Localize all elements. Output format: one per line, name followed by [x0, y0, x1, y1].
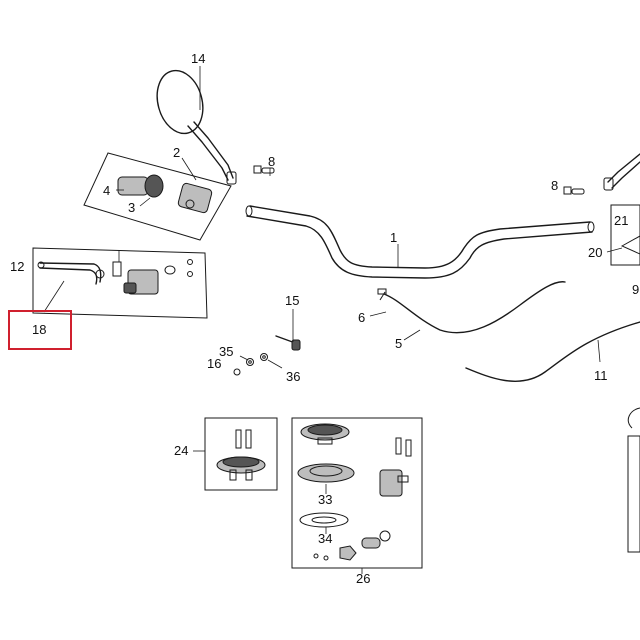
callout-1: 1	[390, 230, 397, 245]
part-2-switch-box	[83, 152, 232, 241]
callout-33: 33	[318, 492, 332, 507]
highlight-box-18	[8, 310, 72, 350]
callout-18: 18	[32, 322, 46, 337]
callout-35: 35	[219, 344, 233, 359]
callout-20: 20	[588, 245, 602, 260]
part-15-bolt	[275, 309, 301, 351]
callout-36: 36	[286, 369, 300, 384]
callout-5: 5	[395, 336, 402, 351]
callout-14: 14	[191, 51, 205, 66]
part-11-brake-cable	[465, 321, 640, 382]
part-right-edge-partial	[627, 407, 640, 553]
part-12-brake-lever-box	[32, 247, 208, 319]
part-16-35-36-hardware	[233, 353, 283, 376]
callout-9: 9	[632, 282, 639, 297]
callout-15: 15	[285, 293, 299, 308]
callout-8-left: 8	[268, 154, 275, 169]
callout-8-right: 8	[551, 178, 558, 193]
part-1-handlebar	[245, 205, 595, 279]
part-24-ignition-box	[193, 417, 278, 491]
part-8-bolt-left	[253, 165, 275, 176]
callout-6: 6	[358, 310, 365, 325]
part-8-bolt-right	[563, 186, 585, 195]
callout-3: 3	[128, 200, 135, 215]
callout-2: 2	[173, 145, 180, 160]
part-20-21-right-housing	[606, 204, 640, 266]
callout-12: 12	[10, 259, 24, 274]
callout-4: 4	[103, 183, 110, 198]
callout-34: 34	[318, 531, 332, 546]
part-right-mirror-stub	[603, 153, 640, 191]
part-5-throttle-cable	[369, 281, 566, 341]
callout-26: 26	[356, 571, 370, 586]
callout-11: 11	[594, 368, 608, 383]
part-14-mirror	[156, 66, 237, 185]
part-26-lock-set-box	[291, 417, 423, 574]
callout-16: 16	[207, 356, 221, 371]
callout-21: 21	[614, 213, 628, 228]
callout-24: 24	[174, 443, 188, 458]
